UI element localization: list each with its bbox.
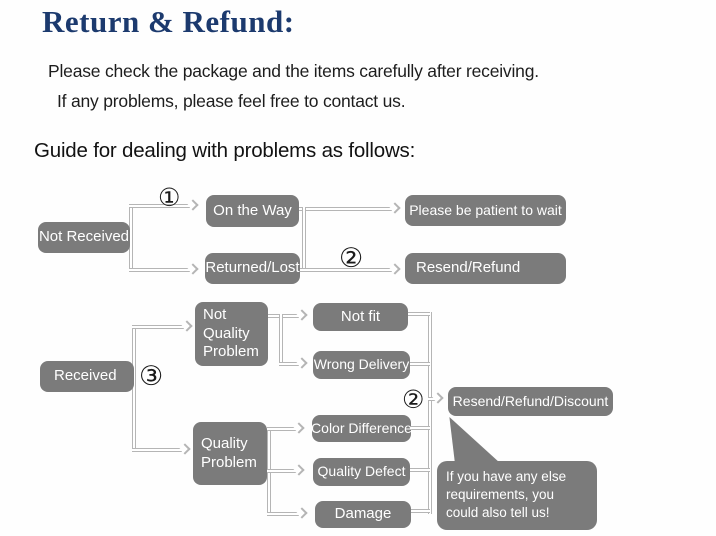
arrowhead-icon: [389, 263, 401, 275]
flow-node-not-fit: Not fit: [313, 303, 408, 331]
flow-node-wrong-delivery: Wrong Delivery: [313, 351, 410, 379]
flow-node-quality-defect: Quality Defect: [313, 458, 410, 486]
connector-to-color-difference: [267, 427, 297, 431]
step-3-marker: ③: [139, 361, 164, 392]
connector-to-on-the-way: [129, 204, 190, 208]
flow-node-on-the-way: On the Way: [206, 195, 299, 227]
arrowhead-icon: [293, 422, 305, 434]
connector-not-fit-out: [407, 312, 430, 316]
flow-node-color-difference: Color Difference: [311, 415, 412, 442]
flow-node-quality-problem: Quality Problem: [193, 422, 267, 485]
connector-to-quality-problem: [132, 448, 182, 452]
step-2-marker-top: ②: [339, 243, 364, 274]
connector-to-wrong-delivery: [279, 362, 299, 366]
arrowhead-icon: [179, 443, 191, 455]
connector-wrong-delivery-out: [409, 362, 430, 366]
connector-to-not-fit: [267, 314, 299, 318]
connector-damage-out: [410, 509, 430, 513]
flow-node-returned-lost: Returned/Lost: [205, 253, 300, 284]
flow-node-received: Received: [40, 361, 134, 392]
speech-bubble-tail: [449, 417, 500, 463]
connector-to-please-wait: [298, 207, 392, 211]
flow-node-resend-refund-discount: Resend/Refund/Discount: [448, 387, 613, 416]
speech-bubble: If you have any else requirements, you c…: [437, 461, 597, 530]
flow-node-damage: Damage: [315, 501, 411, 528]
connector-on-the-way-down: [302, 207, 306, 271]
connector-color-difference-out: [410, 426, 430, 430]
arrowhead-icon: [181, 320, 193, 332]
connector-to-resend-refund: [299, 268, 392, 272]
arrowhead-icon: [187, 263, 199, 275]
guide-heading: Guide for dealing with problems as follo…: [34, 139, 416, 162]
connector-collector: [428, 312, 432, 514]
step-1-marker: ①: [158, 183, 181, 212]
connector-to-returned-lost: [129, 268, 190, 272]
arrowhead-icon: [296, 357, 308, 369]
connector-to-quality-defect: [266, 469, 297, 473]
flow-node-not-quality-problem: Not Quality Problem: [195, 302, 268, 366]
arrowhead-icon: [187, 199, 199, 211]
connector-to-not-quality-problem: [132, 325, 184, 329]
flow-node-not-received: Not Received: [38, 222, 130, 253]
arrowhead-icon: [432, 392, 444, 404]
flow-node-resend-refund: Resend/Refund: [405, 253, 566, 284]
arrowhead-icon: [296, 309, 308, 321]
arrowhead-icon: [296, 507, 308, 519]
connector-to-damage: [267, 512, 299, 516]
connector-quality-defect-out: [409, 468, 430, 472]
intro-line-2: If any problems, please feel free to con…: [57, 91, 406, 111]
connector-nqp-branch: [279, 314, 283, 366]
intro-line-1: Please check the package and the items c…: [48, 61, 539, 81]
arrowhead-icon: [389, 202, 401, 214]
page-title: Return & Refund:: [42, 4, 295, 39]
flow-node-please-wait: Please be patient to wait: [405, 195, 566, 226]
step-2-marker-bottom: ②: [402, 385, 425, 414]
arrowhead-icon: [293, 464, 305, 476]
